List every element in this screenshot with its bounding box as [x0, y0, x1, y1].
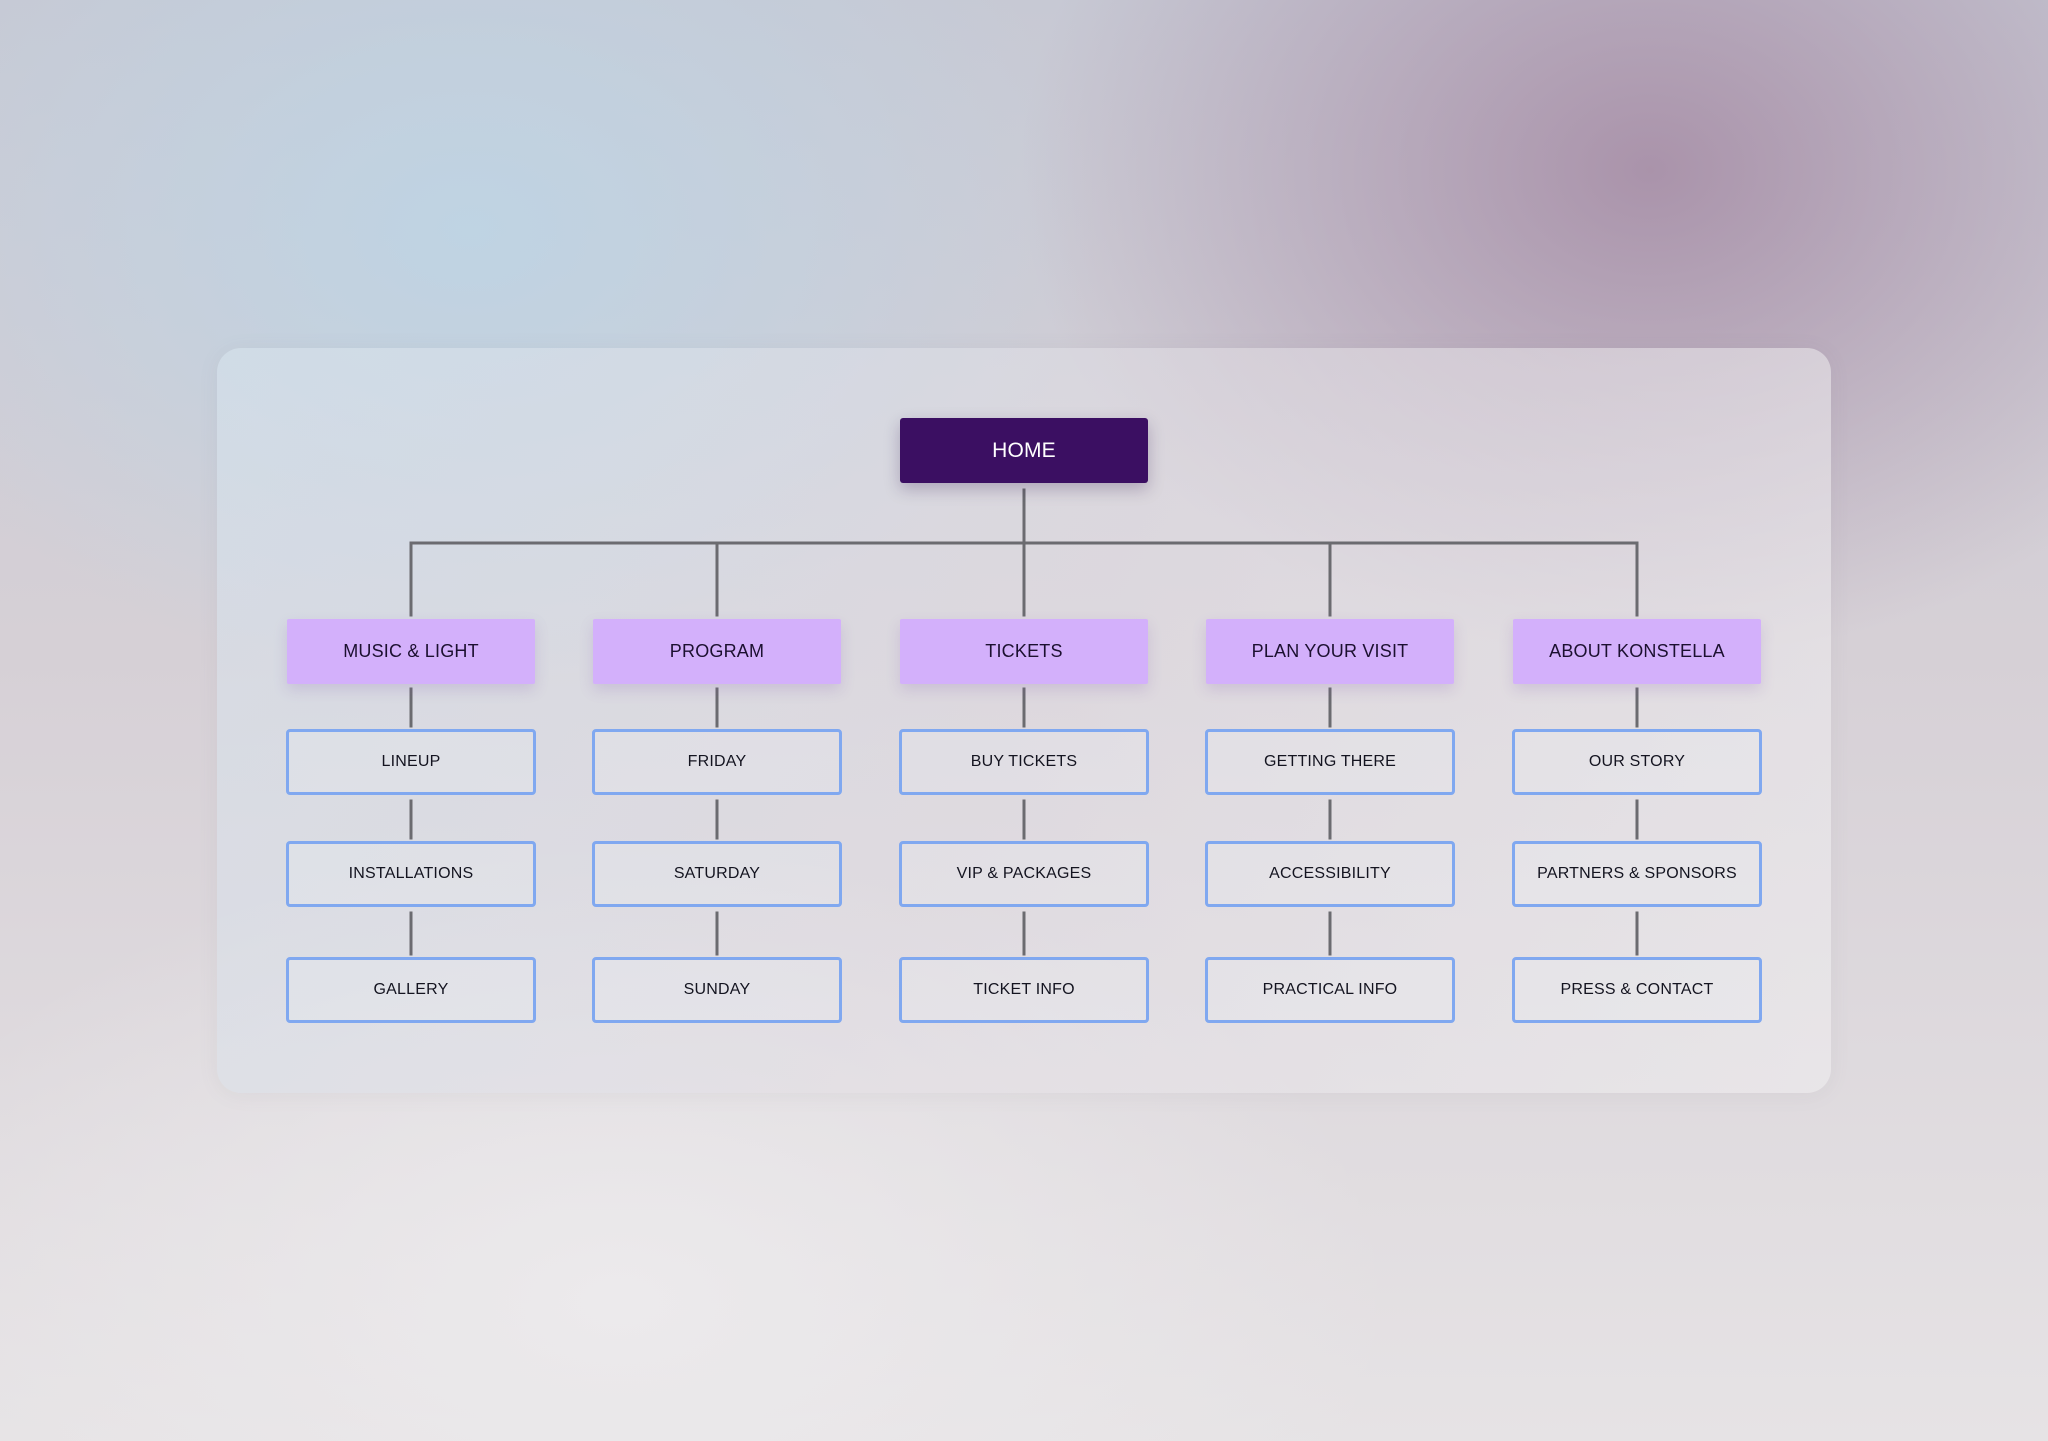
page-node-practical-info: PRACTICAL INFO — [1205, 957, 1455, 1023]
page-node-buy-tickets: BUY TICKETS — [899, 729, 1149, 795]
home-node: HOME — [900, 418, 1148, 483]
page-node-press-contact: PRESS & CONTACT — [1512, 957, 1762, 1023]
page-node-our-story: OUR STORY — [1512, 729, 1762, 795]
section-node-program: PROGRAM — [593, 619, 841, 684]
section-node-tickets: TICKETS — [900, 619, 1148, 684]
page-node-getting-there: GETTING THERE — [1205, 729, 1455, 795]
page-node-accessibility: ACCESSIBILITY — [1205, 841, 1455, 907]
section-node-about-konstella: ABOUT KONSTELLA — [1513, 619, 1761, 684]
page-node-saturday: SATURDAY — [592, 841, 842, 907]
section-node-music-light: MUSIC & LIGHT — [287, 619, 535, 684]
page-node-vip-packages: VIP & PACKAGES — [899, 841, 1149, 907]
page-node-installations: INSTALLATIONS — [286, 841, 536, 907]
page-node-partners-sponsors: PARTNERS & SPONSORS — [1512, 841, 1762, 907]
page-node-gallery: GALLERY — [286, 957, 536, 1023]
page-node-sunday: SUNDAY — [592, 957, 842, 1023]
page-node-lineup: LINEUP — [286, 729, 536, 795]
section-node-plan-your-visit: PLAN YOUR VISIT — [1206, 619, 1454, 684]
page-node-friday: FRIDAY — [592, 729, 842, 795]
page-node-ticket-info: TICKET INFO — [899, 957, 1149, 1023]
